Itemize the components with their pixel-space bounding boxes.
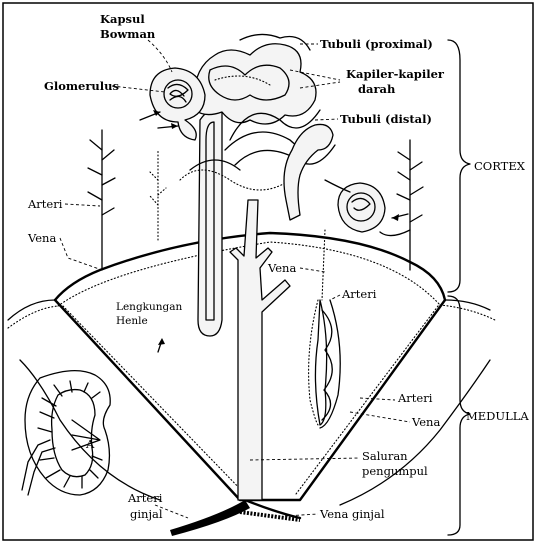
label-arteri-right: Arteri <box>397 391 433 405</box>
label-saluran-1: Saluran <box>362 449 408 463</box>
label-arteri-left: Arteri <box>27 197 63 211</box>
glomerulus-right <box>325 180 408 232</box>
label-kapiler-2: darah <box>358 82 396 96</box>
vasa-recta <box>309 230 341 428</box>
label-medulla: MEDULLA <box>466 409 529 423</box>
label-tubuli-distal: Tubuli (distal) <box>340 112 432 126</box>
label-kapsul: Kapsul <box>100 12 145 26</box>
label-vena-right: Vena <box>411 415 440 429</box>
distal-tubule <box>284 124 333 220</box>
label-inset-a: A <box>85 437 95 451</box>
inset-kidney <box>22 371 110 495</box>
label-glomerulus: Glomerulus <box>44 79 119 93</box>
henle-loop <box>198 110 222 336</box>
label-cortex: CORTEX <box>474 159 526 173</box>
label-henle-1: Lengkungan <box>116 301 183 313</box>
cortex-vessels-right <box>380 140 423 270</box>
label-kapiler-1: Kapiler-kapiler <box>346 67 445 81</box>
label-henle-2: Henle <box>116 315 148 327</box>
label-vena-ginjal: Vena ginjal <box>319 507 385 521</box>
proximal-tubule <box>194 44 316 124</box>
label-vena-mid: Vena <box>267 261 296 275</box>
label-arteri-ginjal-2: ginjal <box>130 507 163 521</box>
label-bowman: Bowman <box>100 27 156 41</box>
cortex-vessels-left <box>88 130 166 270</box>
glomerulus-left <box>140 68 205 140</box>
label-vena-left: Vena <box>27 231 56 245</box>
label-tubuli-proximal: Tubuli (proximal) <box>320 37 433 51</box>
label-arteri-mid: Arteri <box>341 287 377 301</box>
collecting-duct <box>230 200 290 500</box>
renal-vessels <box>170 500 300 536</box>
region-braces <box>448 40 470 535</box>
label-saluran-2: pengumpul <box>362 464 428 478</box>
label-arteri-ginjal-1: Arteri <box>127 491 163 505</box>
